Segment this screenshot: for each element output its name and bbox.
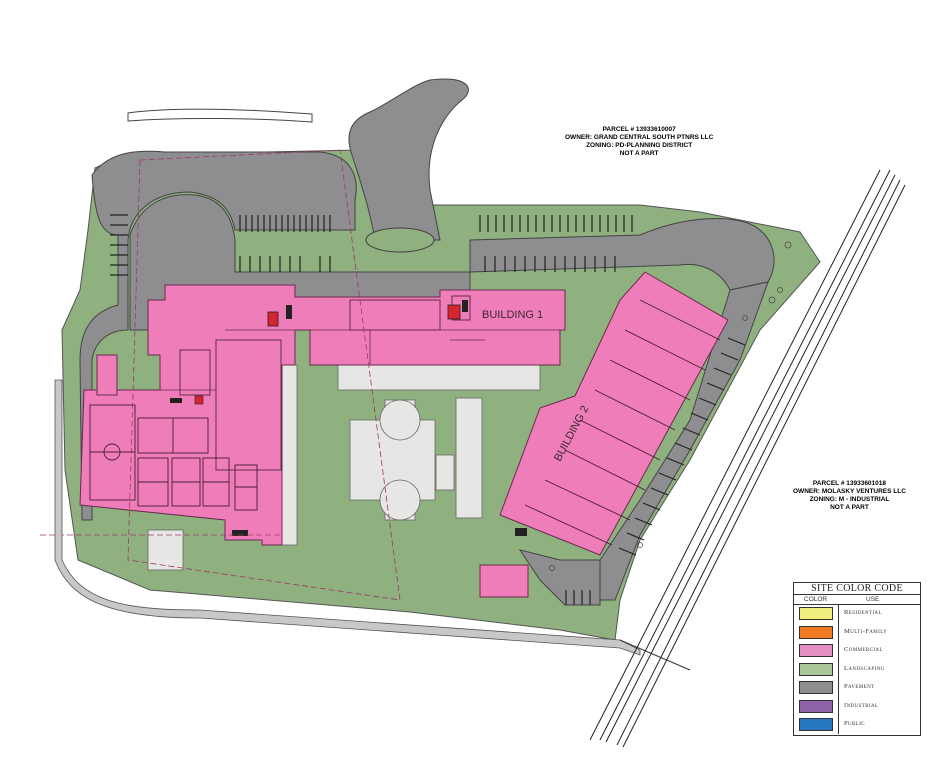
legend-label: Pavement bbox=[844, 683, 875, 690]
legend-label: Multi-Family bbox=[844, 627, 888, 635]
entry-road bbox=[348, 78, 469, 241]
parcel-note-north: PARCEL # 13933610007 OWNER: GRAND CENTRA… bbox=[565, 126, 713, 158]
building-1 bbox=[79, 284, 566, 546]
parcel-note-north-line4: NOT A PART bbox=[619, 150, 659, 157]
trees bbox=[549, 241, 792, 571]
parcel-note-north-line2: OWNER: GRAND CENTRAL SOUTH PTNRS LLC bbox=[565, 134, 714, 141]
south-drive bbox=[518, 549, 601, 606]
legend-title: SITE COLOR CODE bbox=[811, 583, 903, 594]
legend-col-color: COLOR bbox=[804, 596, 828, 603]
median-strip bbox=[127, 108, 313, 123]
courtyard-plaza bbox=[147, 364, 541, 571]
legend-swatch bbox=[799, 625, 833, 639]
perimeter-road bbox=[79, 150, 357, 521]
legend-label: Landscaping bbox=[844, 664, 885, 672]
legend-row: Pavement bbox=[794, 678, 920, 696]
legend-row: Multi-Family bbox=[794, 623, 920, 641]
legend-row: Industrial bbox=[794, 697, 920, 715]
parking-stalls-east bbox=[565, 337, 746, 605]
south-sidewalk bbox=[54, 379, 641, 656]
sport-courts bbox=[89, 404, 258, 511]
parcel-note-north-line3: ZONING: PD-PLANNING DISTRICT bbox=[586, 142, 693, 149]
building-2 bbox=[479, 271, 729, 598]
legend-row: Residential bbox=[794, 604, 920, 622]
parcel-note-east: PARCEL # 13933601018 OWNER: MOLASKY VENT… bbox=[793, 480, 906, 512]
legend-swatch bbox=[799, 607, 833, 620]
building-1-stairs bbox=[170, 281, 649, 536]
parcel-note-east-line2: OWNER: MOLASKY VENTURES LLC bbox=[793, 488, 906, 495]
legend-swatch bbox=[799, 644, 833, 657]
legend-swatch bbox=[799, 662, 833, 676]
legend-label: Industrial bbox=[844, 701, 879, 709]
parcel-note-east-line3: ZONING: M - INDUSTRIAL bbox=[809, 496, 890, 503]
parcel-note-east-line4: NOT A PART bbox=[830, 504, 869, 511]
roundabout-island bbox=[365, 227, 435, 253]
legend-header: COLOR USE bbox=[794, 594, 920, 605]
bridge-crossing bbox=[619, 639, 691, 671]
legend-row: Landscaping bbox=[794, 660, 920, 678]
parcel-note-east-line1: PARCEL # 13933601018 bbox=[812, 480, 887, 487]
legend-swatch bbox=[799, 718, 833, 731]
building-1-walls bbox=[160, 329, 560, 391]
building-1-label: BUILDING 1 bbox=[482, 309, 543, 321]
legend-row: Commercial bbox=[794, 641, 920, 659]
legend-swatch bbox=[799, 699, 833, 713]
legend-label: Public bbox=[844, 720, 866, 727]
property-boundary bbox=[127, 149, 401, 601]
parcel-note-north-line1: PARCEL # 13933610007 bbox=[602, 126, 676, 133]
legend-label: Commercial bbox=[844, 646, 883, 653]
legend-divider bbox=[838, 604, 839, 734]
legend-label: Residential bbox=[844, 609, 882, 616]
legend-col-use: USE bbox=[866, 596, 880, 603]
parking-stalls-north bbox=[110, 214, 633, 276]
railroad-tracks bbox=[589, 169, 906, 748]
legend-row: Public bbox=[794, 715, 920, 733]
legend-swatch bbox=[799, 681, 833, 694]
